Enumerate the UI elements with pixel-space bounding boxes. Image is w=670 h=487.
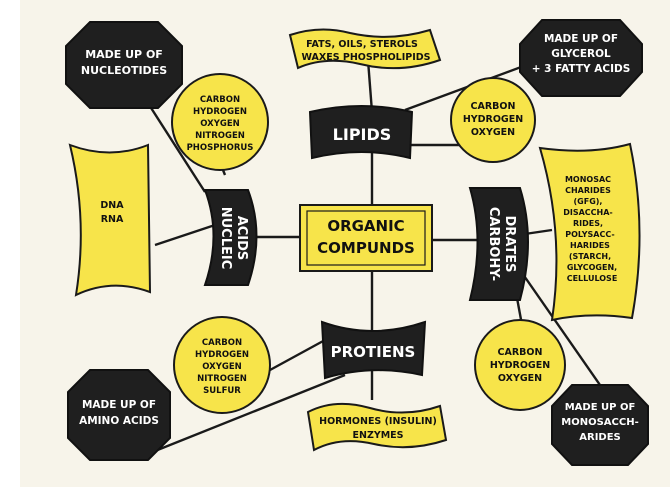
carbs-element-2: HYDROGEN	[490, 360, 550, 371]
nucleic-element-2: HYDROGEN	[193, 107, 247, 117]
center-line2: COMPUNDS	[317, 239, 415, 257]
carbs-example-5: RIDES,	[573, 219, 603, 228]
nucleic-title-node: NUCLEIC ACIDS	[203, 189, 258, 286]
proteins-element-2: HYDROGEN	[195, 350, 249, 360]
carbs-example-2: CHARIDES	[565, 186, 611, 195]
nucleic-title-1: NUCLEIC	[218, 207, 233, 270]
lipids-made-of-2: GLYCEROL	[551, 48, 611, 60]
carbs-title-2: DRATES	[502, 216, 517, 273]
lipids-made-of-3: + 3 FATTY ACIDS	[532, 63, 631, 75]
center-line1: ORGANIC	[327, 217, 404, 235]
proteins-element-5: SULFUR	[203, 386, 241, 396]
nucleic-examples-node: DNA RNA	[68, 143, 152, 297]
carbs-example-4: DISACCHA-	[563, 208, 613, 217]
lipids-element-3: OXYGEN	[471, 127, 515, 138]
carbs-example-8: (STARCH,	[569, 252, 611, 261]
carbs-made-of-1: MADE UP OF	[565, 402, 636, 413]
carbs-example-6: POLYSACC-	[565, 230, 615, 239]
nucleic-made-of-node: MADE UP OF NUCLEOTIDES	[65, 21, 183, 109]
carbs-example-9: GLYCOGEN,	[567, 263, 617, 272]
carbs-example-10: CELLULOSE	[567, 274, 618, 283]
nucleic-made-of-1: MADE UP OF	[85, 48, 163, 61]
carbs-title-node: CARBOHY- DRATES	[468, 187, 529, 301]
carbs-element-1: CARBON	[498, 347, 543, 358]
center-node: ORGANIC COMPUNDS	[299, 204, 433, 272]
nucleic-element-3: OXYGEN	[200, 119, 240, 129]
lipids-element-1: CARBON	[471, 101, 516, 112]
proteins-elements-node: CARBON HYDROGEN OXYGEN NITROGEN SULFUR	[173, 316, 271, 414]
nucleic-example-1: DNA	[100, 200, 124, 211]
carbs-example-7: HARIDES	[570, 241, 610, 250]
carbs-elements-node: CARBON HYDROGEN OXYGEN	[474, 319, 566, 411]
carbs-made-of-3: ARIDES	[579, 432, 621, 443]
lipids-example-1: FATS, OILS, STEROLS	[306, 39, 418, 50]
carbs-title-1: CARBOHY-	[486, 207, 501, 281]
carbs-made-of-2: MONOSACCH-	[561, 417, 638, 428]
nucleic-element-1: CARBON	[200, 95, 240, 105]
proteins-made-of-2: AMINO ACIDS	[79, 415, 159, 427]
proteins-title-node: PROTIENS	[320, 320, 427, 380]
nucleic-element-4: NITROGEN	[195, 131, 245, 141]
carbs-examples-list: MONOSAC CHARIDES (GFG), DISACCHA- RIDES,…	[563, 175, 617, 283]
lipids-made-of-1: MADE UP OF	[544, 33, 618, 45]
nucleic-example-2: RNA	[101, 214, 124, 225]
lipids-elements-node: CARBON HYDROGEN OXYGEN	[450, 77, 536, 163]
carbs-examples-node: MONOSAC CHARIDES (GFG), DISACCHA- RIDES,…	[538, 142, 641, 322]
nucleic-title-2: ACIDS	[234, 216, 249, 261]
lipids-made-of-node: MADE UP OF GLYCEROL + 3 FATTY ACIDS	[519, 19, 643, 97]
proteins-element-1: CARBON	[202, 338, 242, 348]
proteins-example-1: HORMONES (INSULIN)	[319, 416, 437, 427]
lipids-title-node: LIPIDS	[308, 105, 414, 160]
proteins-made-of-1: MADE UP OF	[82, 399, 156, 411]
carbs-example-1: MONOSAC	[565, 175, 611, 184]
proteins-element-4: NITROGEN	[197, 374, 247, 384]
lipids-examples-node: FATS, OILS, STEROLS WAXES PHOSPHOLIPIDS	[288, 28, 442, 70]
lipids-example-2: WAXES PHOSPHOLIPIDS	[301, 52, 430, 63]
nucleic-made-of-2: NUCLEOTIDES	[81, 64, 167, 77]
carbs-example-3: (GFG),	[574, 197, 603, 206]
lipids-title: LIPIDS	[333, 125, 392, 144]
proteins-element-3: OXYGEN	[202, 362, 242, 372]
nucleic-elements-node: CARBON HYDROGEN OXYGEN NITROGEN PHOSPHOR…	[171, 73, 269, 171]
proteins-made-of-node: MADE UP OF AMINO ACIDS	[67, 369, 171, 461]
proteins-examples-node: HORMONES (INSULIN) ENZYMES	[306, 402, 448, 452]
proteins-example-2: ENZYMES	[353, 430, 404, 441]
carbs-made-of-node: MADE UP OF MONOSACCH- ARIDES	[551, 384, 649, 466]
nucleic-element-5: PHOSPHORUS	[187, 143, 254, 153]
carbs-element-3: OXYGEN	[498, 373, 542, 384]
lipids-element-2: HYDROGEN	[463, 114, 523, 125]
proteins-title: PROTIENS	[331, 343, 416, 361]
